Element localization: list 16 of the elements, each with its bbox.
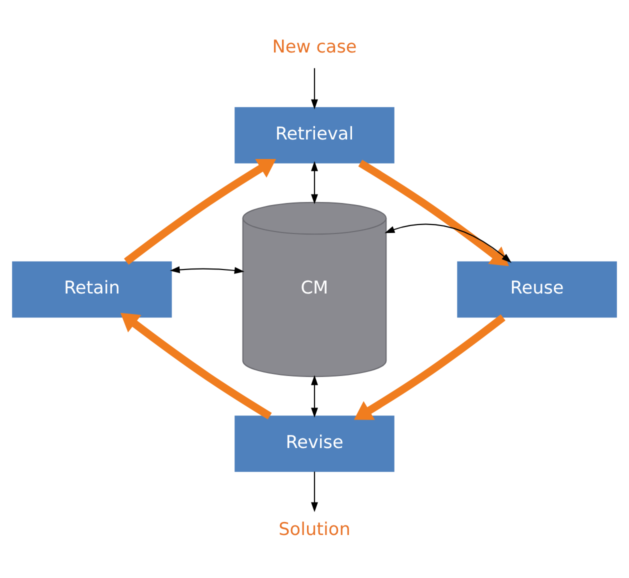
node-box: Reuse [457,260,617,318]
arrow [120,312,272,419]
arrow [358,159,509,266]
arrow [354,314,506,420]
node-text: Solution [278,519,350,540]
node-box: Revise [234,415,394,472]
arrow [311,68,318,109]
arrow [311,160,318,204]
arrow [311,471,318,512]
node-box: Retain [12,260,172,318]
arrow [124,158,276,264]
node-box: Retrieval [234,106,394,163]
arrow [170,266,244,274]
arrow [384,223,512,262]
arrow [311,374,318,418]
node-text: New case [272,36,357,57]
